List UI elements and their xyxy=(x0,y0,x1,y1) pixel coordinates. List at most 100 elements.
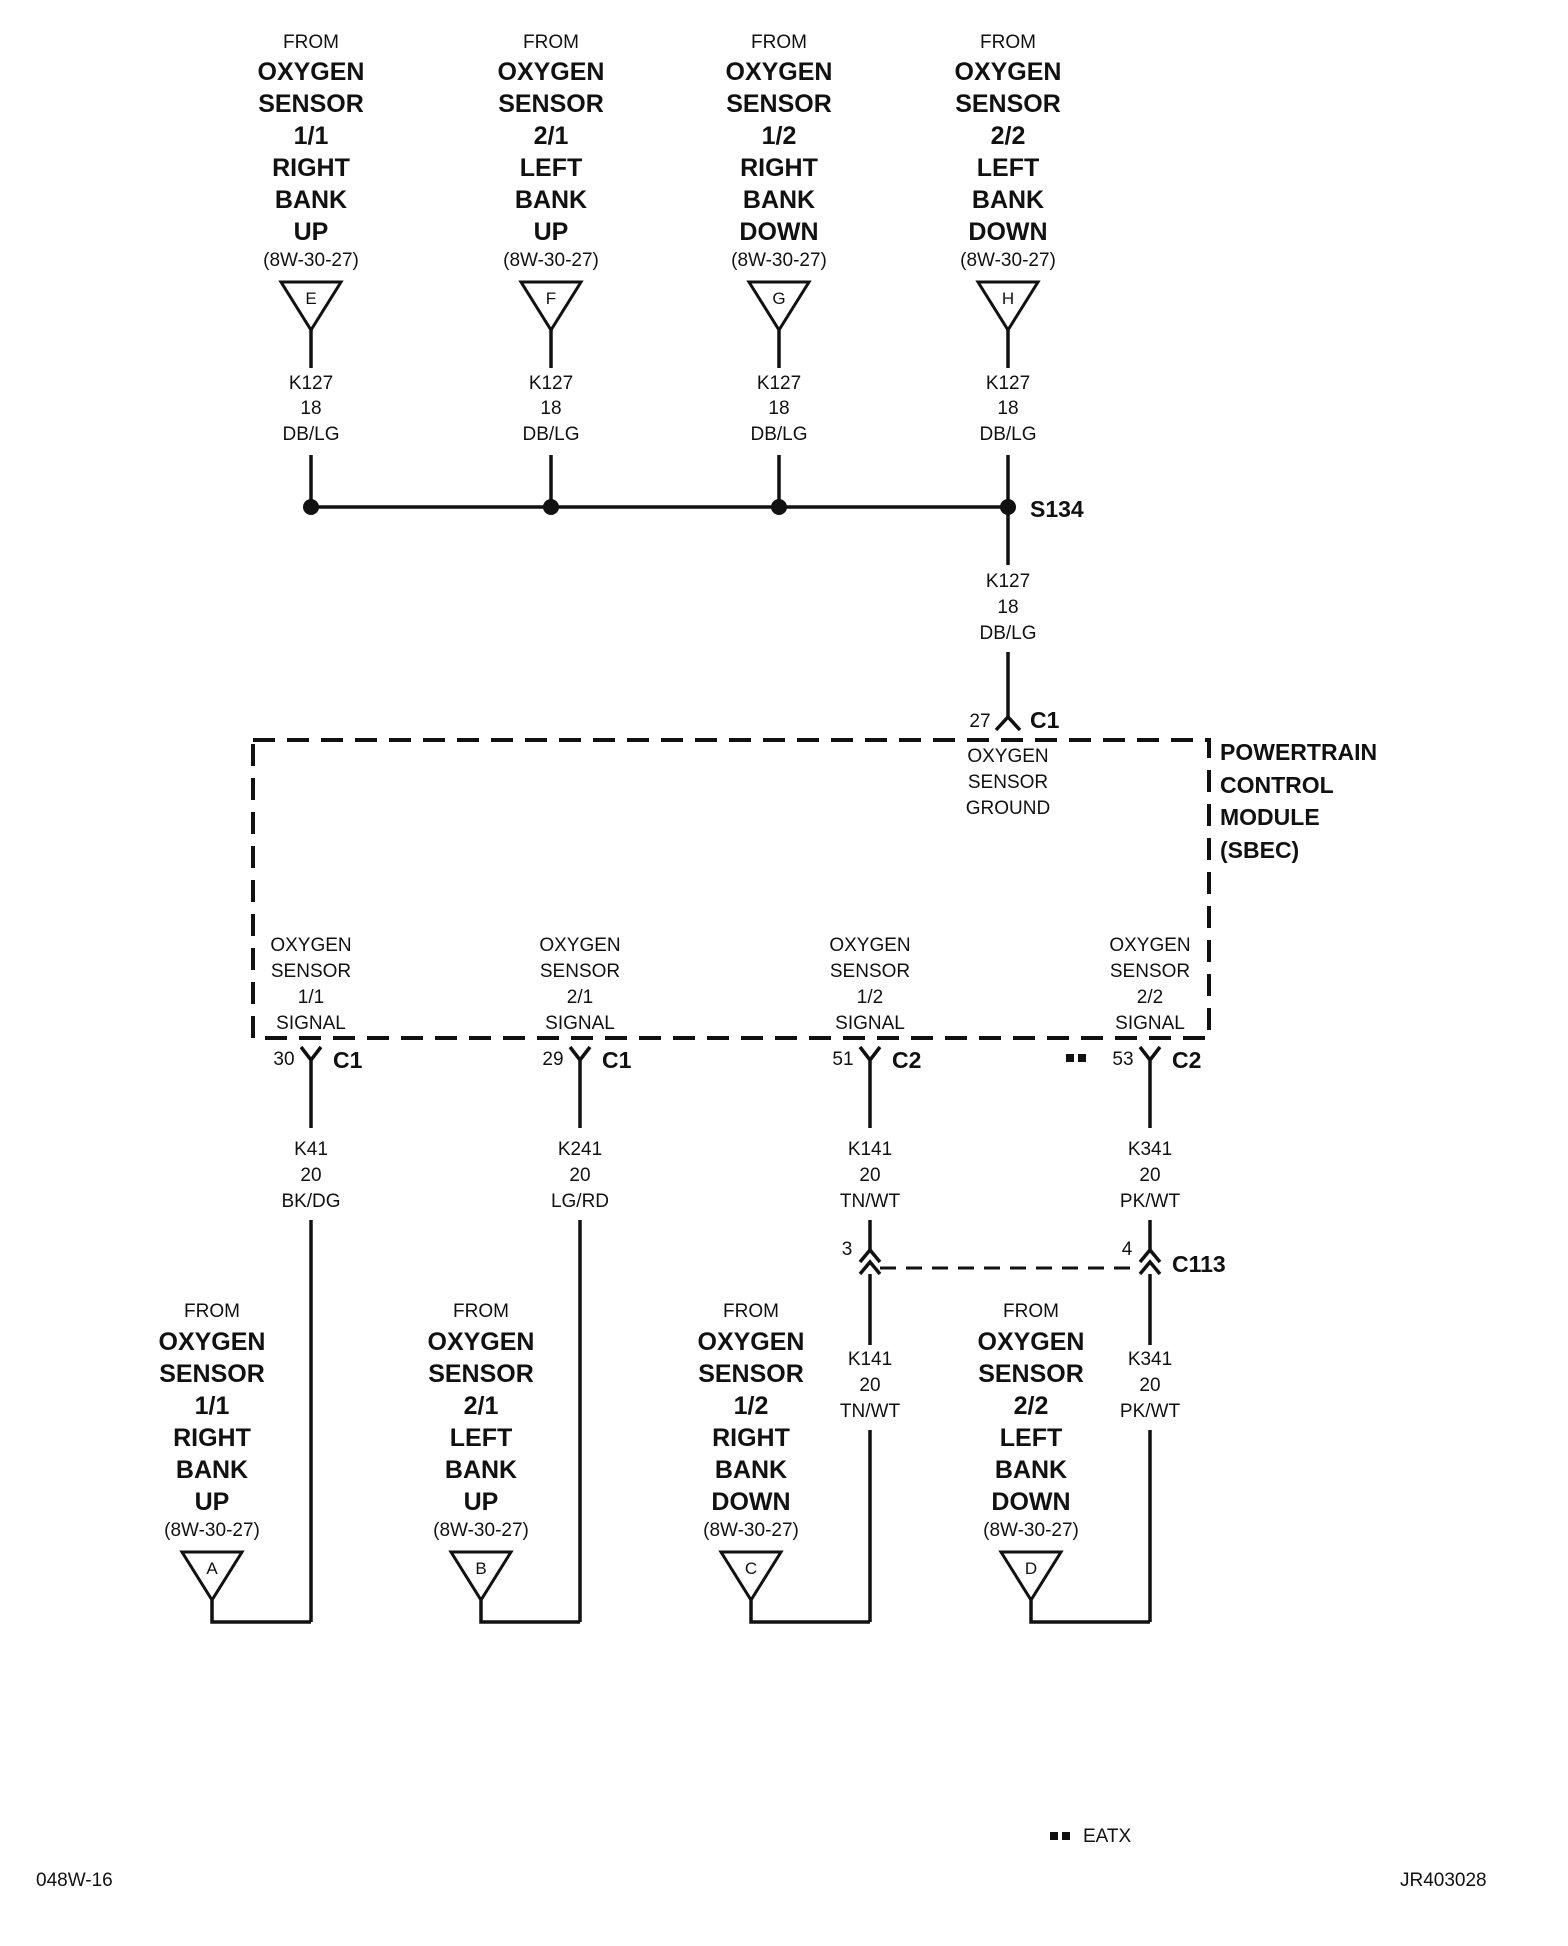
pin-function: 2/2 xyxy=(1137,987,1163,1008)
from-label: FROM xyxy=(723,1301,779,1322)
sensor-label: RIGHT xyxy=(173,1424,251,1452)
pin-function: SENSOR xyxy=(540,961,620,982)
wire-color: DB/LG xyxy=(282,424,339,445)
sensor-label: LEFT xyxy=(1000,1424,1063,1452)
pin-function: 1/1 xyxy=(298,987,324,1008)
sensor-label: BANK xyxy=(972,186,1044,214)
connector-triangle-icon xyxy=(448,1550,514,1603)
pin-function: SENSOR xyxy=(1110,961,1190,982)
sensor-label: BANK xyxy=(515,186,587,214)
pin-function: OXYGEN xyxy=(539,935,620,956)
sensor-label: BANK xyxy=(743,186,815,214)
pin-function: OXYGEN xyxy=(829,935,910,956)
footer-drawing-id: JR403028 xyxy=(1400,1870,1487,1891)
pin-connector-icon xyxy=(994,714,1022,732)
sensor-label: OXYGEN xyxy=(258,58,365,86)
connector-letter: F xyxy=(546,289,556,308)
sensor-label: OXYGEN xyxy=(978,1328,1085,1356)
sensor-label: SENSOR xyxy=(428,1360,534,1388)
ref-label: (8W-30-27) xyxy=(433,1520,529,1541)
wire-code: K341 xyxy=(1128,1139,1172,1160)
pin-number: 30 xyxy=(273,1049,294,1070)
pin-function: SIGNAL xyxy=(835,1013,905,1034)
from-label: FROM xyxy=(1003,1301,1059,1322)
sensor-label: 1/2 xyxy=(734,1392,769,1420)
from-label: FROM xyxy=(184,1301,240,1322)
ref-label: (8W-30-27) xyxy=(263,250,359,271)
sensor-label: RIGHT xyxy=(272,154,350,182)
sensor-label: OXYGEN xyxy=(498,58,605,86)
wire-color: DB/LG xyxy=(979,424,1036,445)
splice-dot-icon xyxy=(771,499,787,515)
wire-code: K127 xyxy=(986,571,1030,592)
sensor-label: LEFT xyxy=(977,154,1040,182)
wire-color: TN/WT xyxy=(840,1191,901,1212)
from-label: FROM xyxy=(283,32,339,53)
sensor-label: OXYGEN xyxy=(428,1328,535,1356)
eatx-marker-icon xyxy=(1066,1054,1086,1062)
splice-label: S134 xyxy=(1030,496,1084,522)
wire-code: K141 xyxy=(848,1349,892,1370)
sensor-label: DOWN xyxy=(739,218,818,246)
sensor-label: RIGHT xyxy=(740,154,818,182)
sensor-label: UP xyxy=(464,1488,499,1516)
wire-code: K127 xyxy=(757,373,801,394)
ref-label: (8W-30-27) xyxy=(164,1520,260,1541)
pin-function: GROUND xyxy=(966,798,1050,819)
pin-function: SIGNAL xyxy=(1115,1013,1185,1034)
wire-gauge: 18 xyxy=(300,398,321,419)
sensor-label: SENSOR xyxy=(258,90,364,118)
connector-triangle-icon xyxy=(518,280,584,333)
connector-letter: G xyxy=(772,289,785,308)
sensor-label: LEFT xyxy=(520,154,583,182)
sensor-label: DOWN xyxy=(991,1488,1070,1516)
sensor-label: BANK xyxy=(995,1456,1067,1484)
ref-label: (8W-30-27) xyxy=(960,250,1056,271)
legend-text: EATX xyxy=(1083,1826,1132,1847)
sensor-label: SENSOR xyxy=(726,90,832,118)
pin-number: 53 xyxy=(1112,1049,1133,1070)
wire-gauge: 20 xyxy=(859,1165,880,1186)
pin-connector-icon xyxy=(858,1045,882,1063)
signal-2-2: OXYGEN SENSOR 2/2 SIGNAL 53 C2 K341 20 P… xyxy=(1109,935,1201,1250)
connector-triangle-icon xyxy=(998,1550,1064,1603)
ref-label: (8W-30-27) xyxy=(731,250,827,271)
lower-wire-k341: K341 20 PK/WT xyxy=(1120,1274,1180,1622)
pin-function: SIGNAL xyxy=(276,1013,346,1034)
sensor-label: 2/1 xyxy=(464,1392,499,1420)
wire-gauge: 18 xyxy=(540,398,561,419)
legend-marker-icon xyxy=(1050,1832,1058,1840)
connector-label: C2 xyxy=(1172,1047,1201,1073)
splice-dot-icon xyxy=(303,499,319,515)
signal-1-1: OXYGEN SENSOR 1/1 SIGNAL 30 C1 K41 20 BK… xyxy=(270,935,363,1622)
pin-function: 1/2 xyxy=(857,987,883,1008)
ground-wire: K127 18 DB/LG 27 C1 OXYGEN SENSOR GROUND xyxy=(966,507,1060,819)
sensor-label: DOWN xyxy=(711,1488,790,1516)
sensor-label: RIGHT xyxy=(712,1424,790,1452)
sensor-label: SENSOR xyxy=(159,1360,265,1388)
signal-2-1: OXYGEN SENSOR 2/1 SIGNAL 29 C1 K241 20 L… xyxy=(539,935,632,1622)
from-label: FROM xyxy=(453,1301,509,1322)
inline-connector-icon xyxy=(858,1259,882,1276)
connector-triangle-icon xyxy=(718,1550,784,1603)
wire-color: DB/LG xyxy=(750,424,807,445)
connector-triangle-icon xyxy=(975,280,1041,333)
bottom-sensor-a: FROM OXYGEN SENSOR 1/1 RIGHT BANK UP (8W… xyxy=(159,1301,311,1624)
connector-c113: 3 4 C113 xyxy=(842,1239,1226,1277)
sensor-label: BANK xyxy=(176,1456,248,1484)
top-sensor-g: FROM OXYGEN SENSOR 1/2 RIGHT BANK DOWN (… xyxy=(726,32,832,507)
pin-number: 27 xyxy=(969,711,990,732)
splice-s134: S134 xyxy=(303,496,1084,522)
sensor-label: SENSOR xyxy=(498,90,604,118)
pin-function: OXYGEN xyxy=(1109,935,1190,956)
wire-gauge: 18 xyxy=(997,597,1018,618)
wire-gauge: 20 xyxy=(859,1375,880,1396)
wire-code: K127 xyxy=(289,373,333,394)
top-sensor-e: FROM OXYGEN SENSOR 1/1 RIGHT BANK UP (8W… xyxy=(258,32,365,507)
connector-letter: H xyxy=(1002,289,1014,308)
wire-code: K341 xyxy=(1128,1349,1172,1370)
lower-wire-k141: K141 20 TN/WT xyxy=(840,1274,900,1622)
module-label: (SBEC) xyxy=(1220,837,1299,863)
sensor-label: 2/2 xyxy=(991,122,1026,150)
